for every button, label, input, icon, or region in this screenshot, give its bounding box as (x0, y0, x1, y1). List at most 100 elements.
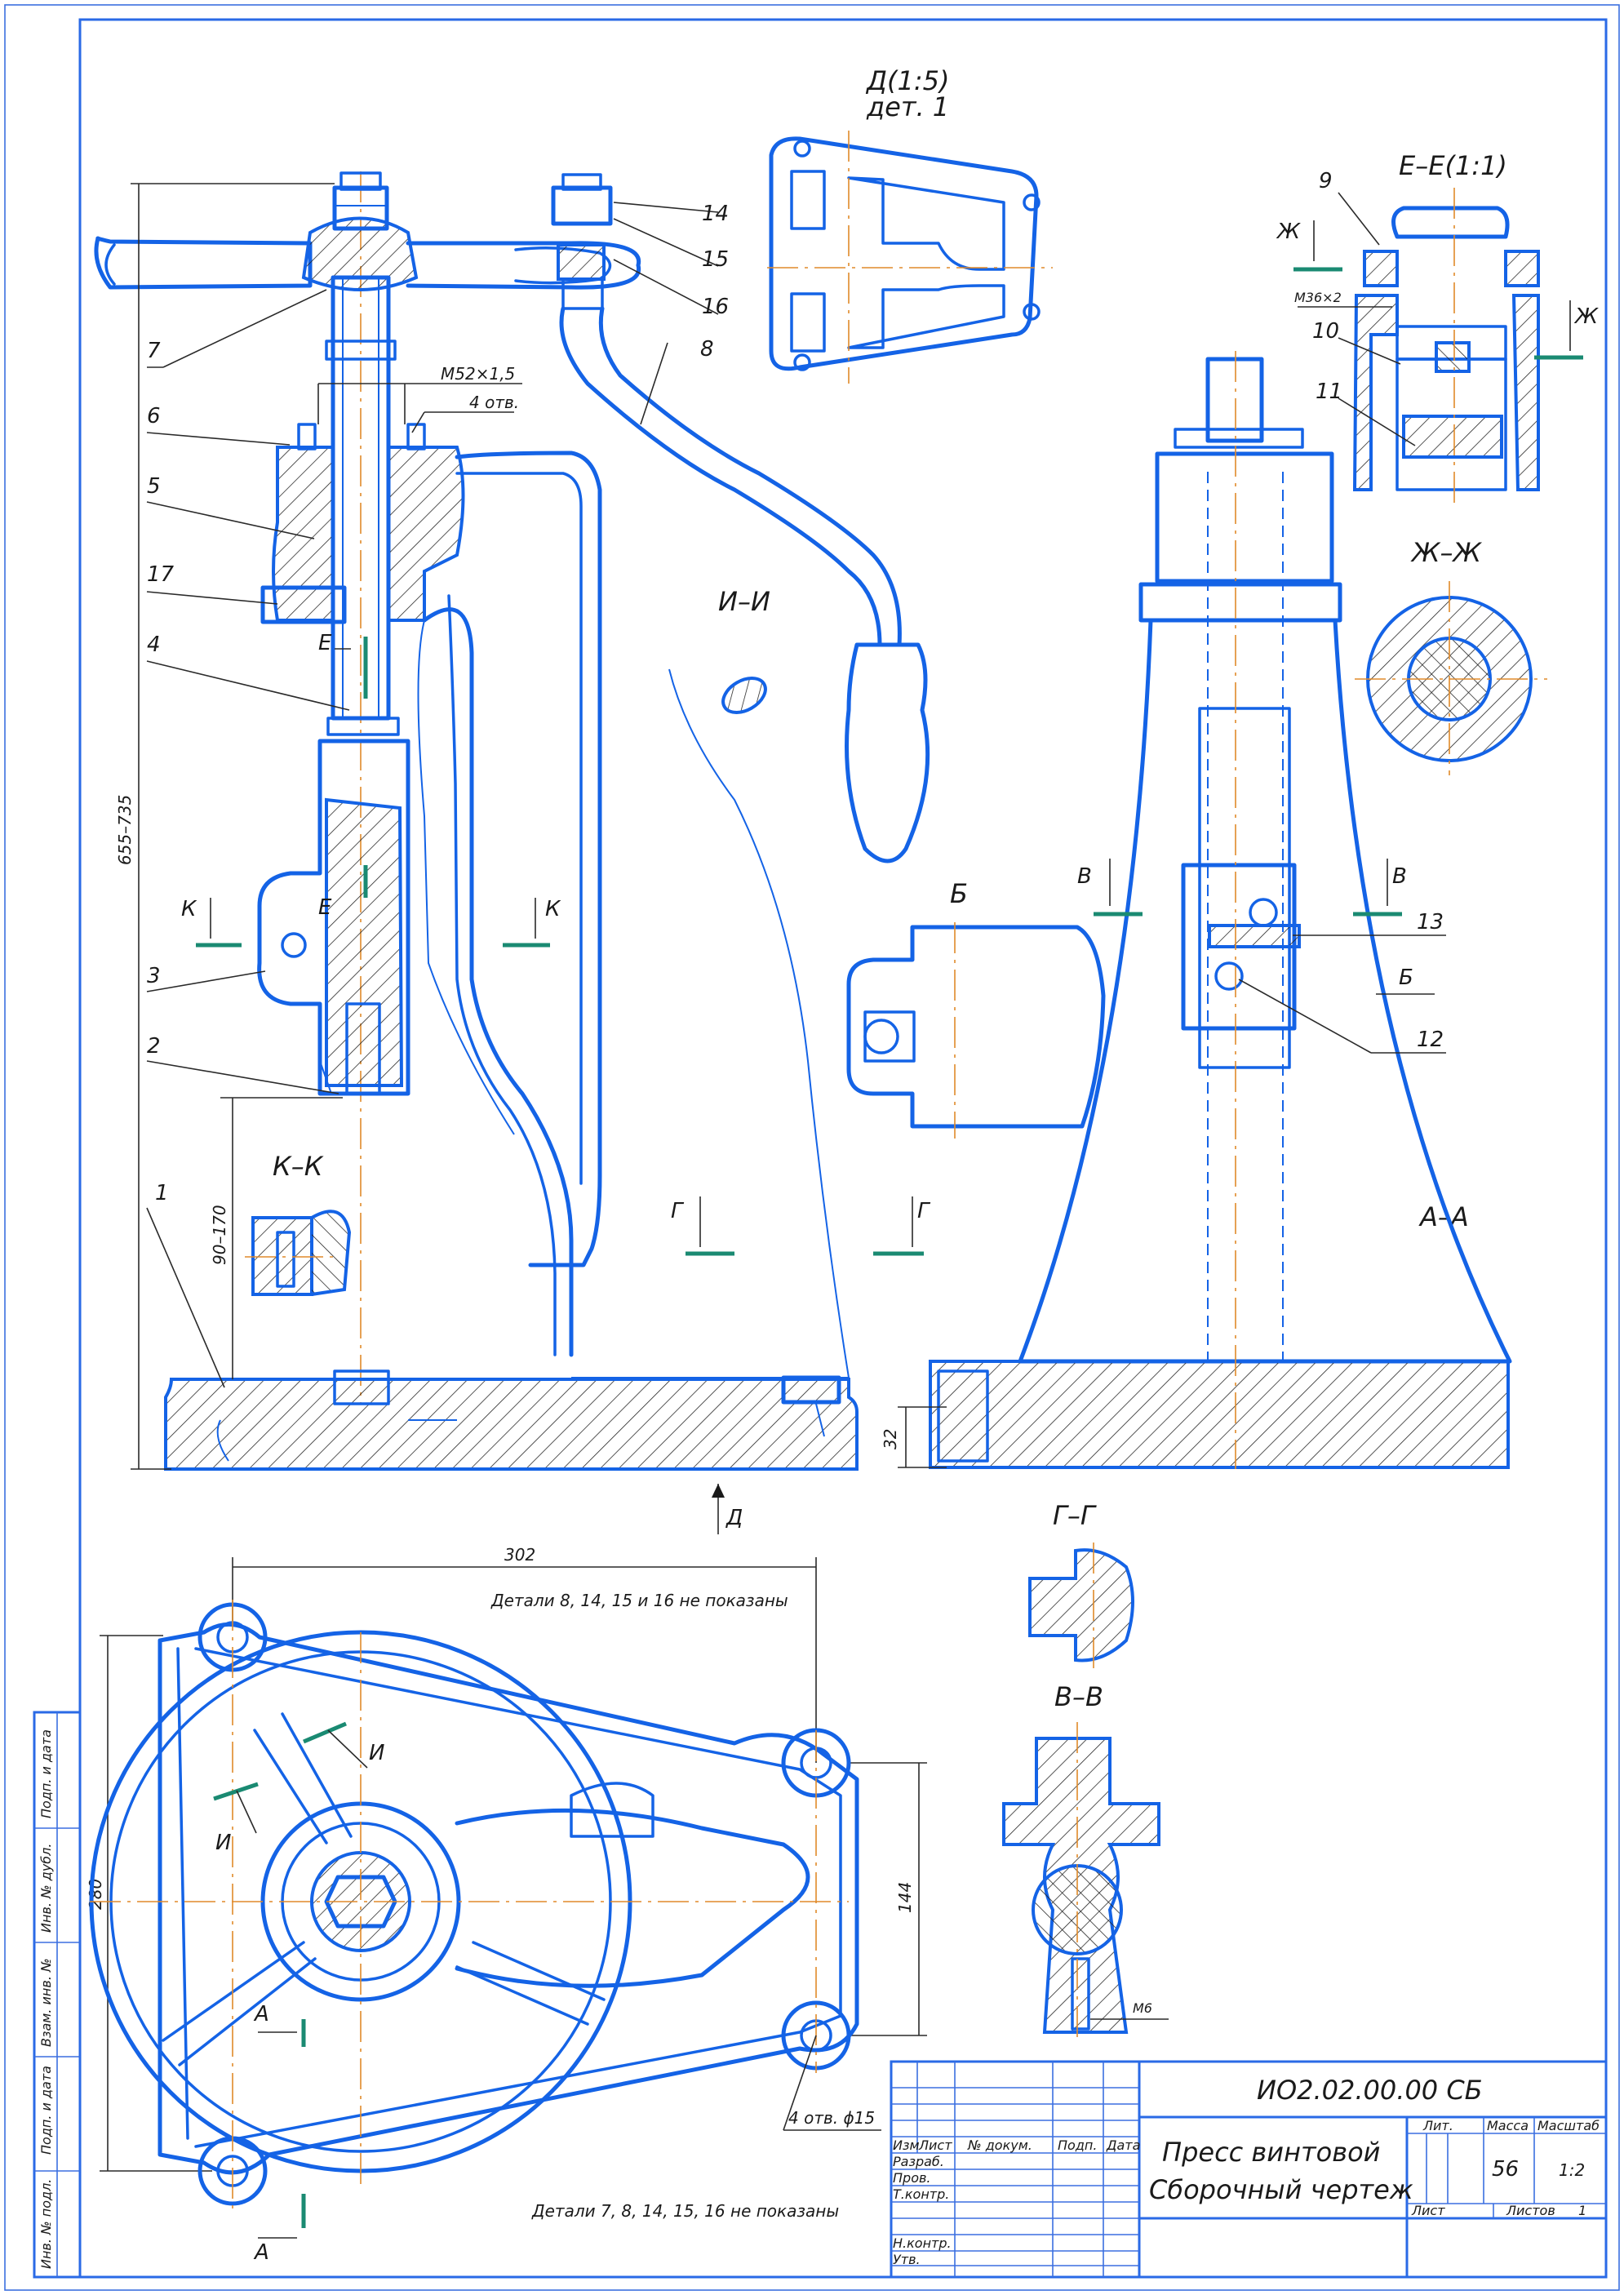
mark-e-bottom: Е (318, 895, 332, 920)
tb-row-tkontr: Т.контр. (893, 2186, 949, 2202)
pos-5: 5 (147, 474, 161, 499)
dim-thread-e: M36×2 (1294, 290, 1342, 305)
doc-name-line2: Сборочный чертеж (1149, 2174, 1413, 2205)
view-g-g: Г–Г (1028, 1500, 1134, 1670)
stamp-podp-data-2: Подп. и дата (38, 1729, 54, 1818)
stamp-podp-data-1: Подп. и дата (38, 2066, 54, 2155)
pos-14: 14 (702, 202, 729, 226)
pos-7: 7 (147, 339, 161, 363)
tb-sheets-label: Листов (1506, 2203, 1555, 2218)
pos-11: 11 (1316, 380, 1342, 404)
drawing-frame (78, 18, 1608, 2279)
mark-i-upper: И (369, 1741, 384, 1765)
dim-width-302: 302 (504, 1545, 535, 1565)
doc-name-line1: Пресс винтовой (1162, 2137, 1380, 2168)
view-zh-title: Ж–Ж (1410, 537, 1482, 568)
note-top: Детали 8, 14, 15 и 16 не показаны (490, 1591, 788, 1610)
mark-b-arrow: Б (1399, 965, 1413, 990)
tb-row-utv: Утв. (893, 2252, 921, 2267)
view-zh-zh: Ж–Ж (1355, 537, 1547, 775)
mark-a-upper: А (253, 2002, 269, 2026)
tb-lit-label: Лит. (1422, 2118, 1453, 2133)
view-d-title: Д(1:5) (865, 65, 949, 96)
view-e-title: Е–Е(1:1) (1399, 150, 1507, 181)
sheet-border (4, 4, 1620, 2291)
mark-g-right: Г (917, 1199, 931, 1223)
view-g-title: Г–Г (1053, 1500, 1097, 1531)
view-i-title: И–И (718, 586, 770, 617)
mark-v-left: В (1077, 864, 1092, 889)
doc-code: ИО2.02.00.00 СБ (1257, 2075, 1483, 2106)
callout-base-holes: 4 отв. ϕ15 (788, 2108, 875, 2128)
mark-k-right: К (545, 897, 561, 921)
tb-scale: 1:2 (1559, 2160, 1585, 2180)
tb-sheet-label: Лист (1411, 2203, 1445, 2218)
pos-16: 16 (702, 295, 729, 319)
tb-mass-label: Масса (1487, 2118, 1529, 2133)
tb-head-doc: № докум. (967, 2137, 1032, 2153)
position-numbers: 7 6 5 17 4 3 2 1 14 15 16 8 (147, 202, 729, 1205)
side-stamp: Инв. № подл. Подп. и дата Взам. инв. № И… (33, 1711, 82, 2279)
tb-row-prov: Пров. (893, 2170, 931, 2186)
dim-height-total: 655–735 (115, 795, 135, 865)
pos-13: 13 (1417, 910, 1444, 934)
mark-k-left: К (181, 897, 197, 921)
pos-8: 8 (700, 337, 714, 362)
stamp-inv-podl: Инв. № подл. (38, 2179, 54, 2269)
tb-head-list: Лист (918, 2137, 952, 2153)
view-v-v: В–В M6 (1002, 1681, 1169, 2040)
dim-280: 280 (86, 1879, 105, 1910)
view-k-k: К–К (245, 1151, 352, 1296)
pos-1: 1 (155, 1181, 169, 1205)
mark-g-left: Г (671, 1199, 685, 1223)
front-view (94, 171, 930, 1471)
pos-12: 12 (1417, 1028, 1444, 1052)
tb-mass: 56 (1492, 2157, 1519, 2182)
stamp-inv-dubl: Инв. № дубл. (38, 1844, 54, 1933)
tb-row-razrab: Разраб. (893, 2154, 944, 2169)
mark-zh-left: Ж (1276, 220, 1301, 244)
mark-i-lower: И (215, 1831, 231, 1855)
view-d-subtitle: дет. 1 (866, 91, 949, 122)
view-b-title: Б (950, 878, 968, 909)
pos-3: 3 (147, 964, 161, 988)
pos-17: 17 (147, 562, 175, 587)
pos-10: 10 (1312, 319, 1339, 344)
pos-15: 15 (702, 247, 729, 272)
tb-row-nkontr: Н.контр. (893, 2235, 952, 2251)
note-bottom: Детали 7, 8, 14, 15, 16 не показаны (531, 2201, 839, 2221)
pos-6: 6 (147, 404, 161, 428)
stamp-vzam-inv: Взам. инв. № (38, 1958, 54, 2047)
view-e-e: Е–Е(1:1) Ж Ж M36×2 9 10 11 (1276, 150, 1599, 506)
view-v-title: В–В (1054, 1681, 1103, 1712)
mark-zh-right: Ж (1573, 304, 1599, 329)
dim-144: 144 (895, 1882, 915, 1913)
view-b: Б (846, 878, 1106, 1139)
tb-scale-label: Масштаб (1537, 2118, 1600, 2133)
dim-base-height: 32 (881, 1429, 900, 1449)
mark-v-right: В (1392, 864, 1407, 889)
tb-head-data: Дата (1106, 2137, 1140, 2153)
pos-9: 9 (1319, 169, 1333, 193)
tb-sheets: 1 (1578, 2203, 1586, 2218)
front-dimensions: 655–735 90–170 M52×1,5 4 отв. (115, 183, 522, 1470)
view-d: Д(1:5) дет. 1 (767, 65, 1053, 384)
position-leaders (146, 202, 719, 1388)
view-a-a: А–А В В Б 13 12 32 (881, 351, 1512, 1469)
dim-thread-main: M52×1,5 (441, 364, 515, 384)
mark-e-top: Е (318, 631, 332, 655)
mark-d-arrow: Д (725, 1506, 743, 1530)
pos-4: 4 (147, 633, 161, 657)
dim-holes-4: 4 отв. (469, 393, 519, 412)
mark-a-lower: А (253, 2240, 269, 2265)
tb-head-izm: Изм (893, 2137, 920, 2153)
view-i-i: И–И (718, 586, 770, 617)
pos-2: 2 (147, 1034, 161, 1059)
front-section-marks: К К Е Е Г Г Д (181, 631, 931, 1534)
title-block: Изм Лист № докум. Подп. Дата Разраб. Про… (890, 2060, 1608, 2279)
view-k-title: К–К (273, 1151, 324, 1182)
dim-height-adj: 90–170 (210, 1205, 229, 1265)
tb-head-podp: Подп. (1058, 2137, 1097, 2153)
plan-view: Детали 8, 14, 15 и 16 не показаны 302 14… (86, 1545, 927, 2265)
